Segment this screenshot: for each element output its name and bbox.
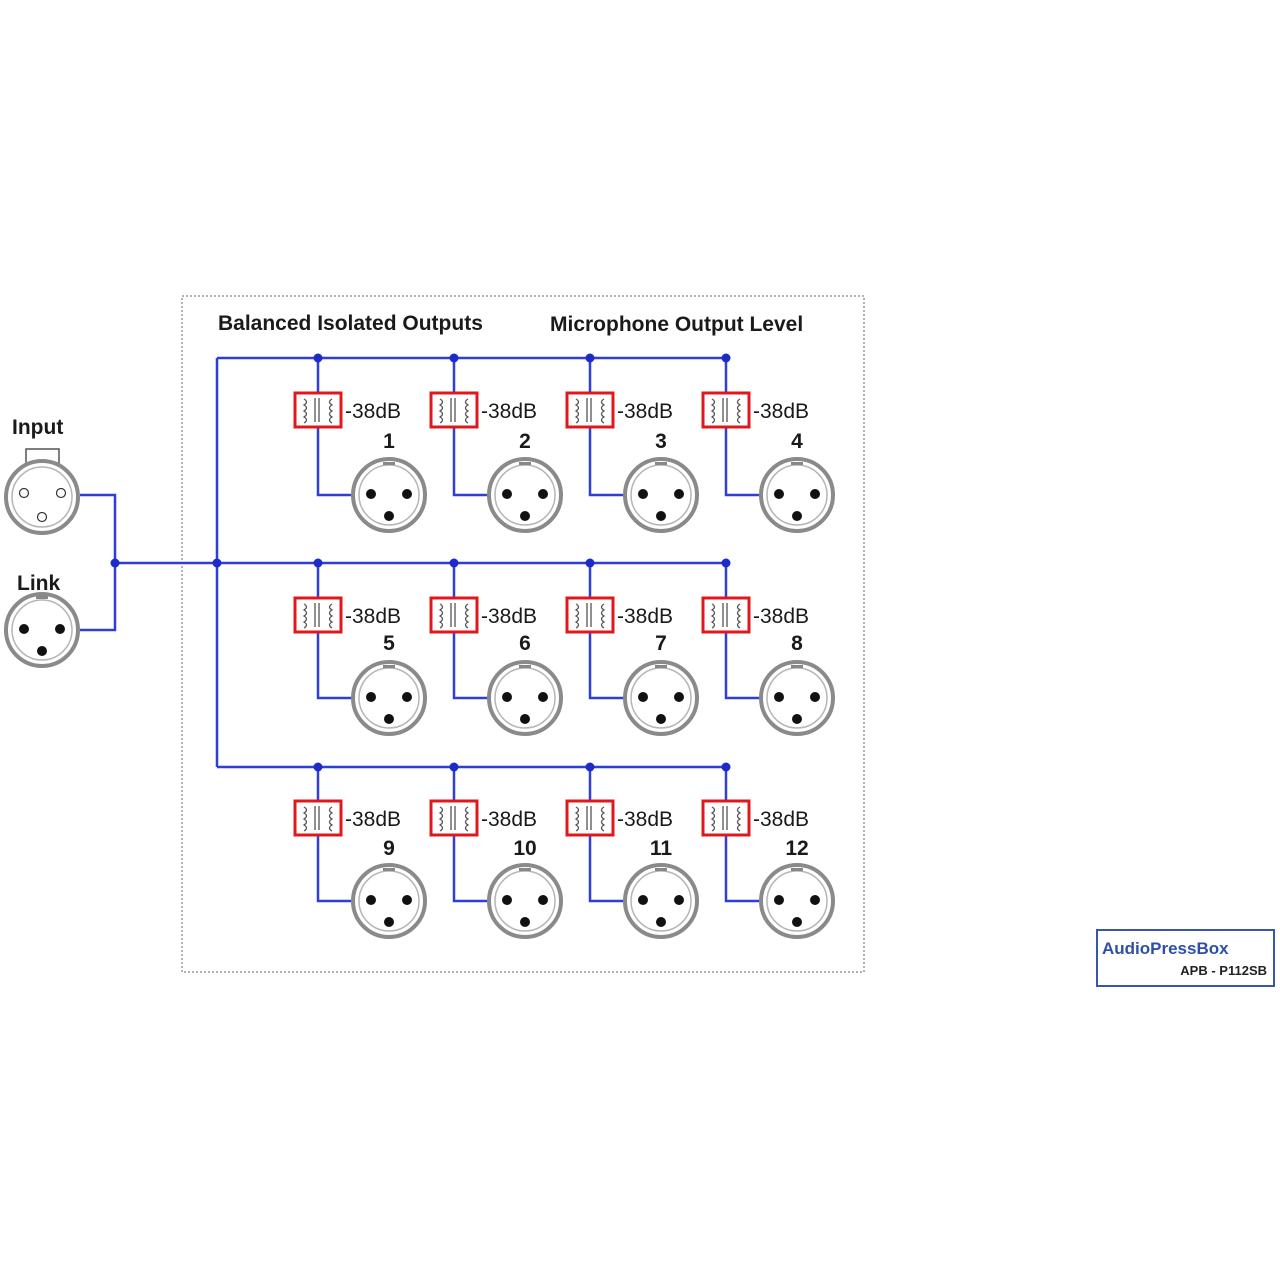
output-number-label: 7 <box>655 632 667 655</box>
output-number-label: 12 <box>785 837 808 860</box>
input-label: Input <box>12 416 63 439</box>
output-number-label: 4 <box>791 430 803 453</box>
xlr-connector-icon <box>487 863 563 939</box>
output-number-label: 8 <box>791 632 803 655</box>
enclosure-frame <box>181 295 865 973</box>
junction-dot <box>212 558 222 568</box>
output-level-label: -38dB <box>481 605 537 628</box>
output-level-label: -38dB <box>345 400 401 423</box>
output-number-label: 1 <box>383 430 395 453</box>
output-channels: -38dB 1 -38dB 2 -38dB 3 -38dB 4 -38dB 5 -38dB 6 -38d… <box>293 353 835 939</box>
transformer-icon <box>293 391 343 429</box>
transformer-icon <box>565 799 615 837</box>
output-number-label: 9 <box>383 837 395 860</box>
output-level-label: -38dB <box>617 400 673 423</box>
xlr-connector-icon <box>487 457 563 533</box>
xlr-connector-icon <box>351 660 427 736</box>
output-level-label: -38dB <box>617 605 673 628</box>
brand-logo: AudioPressBox APB - P112SB <box>1096 929 1275 987</box>
link-label: Link <box>17 572 60 595</box>
xlr-connector-icon <box>351 457 427 533</box>
junction-dot <box>449 762 459 772</box>
junction-dot <box>110 558 120 568</box>
logo-model: APB - P112SB <box>1180 963 1267 978</box>
junction-dot <box>585 558 595 568</box>
transformer-icon <box>565 596 615 634</box>
xlr-connector-icon <box>623 660 699 736</box>
output-number-label: 2 <box>519 430 531 453</box>
output-level-label: -38dB <box>753 400 809 423</box>
junction-dot <box>449 353 459 363</box>
output-level-label: -38dB <box>345 808 401 831</box>
output-number-label: 11 <box>650 837 673 860</box>
output-number-label: 10 <box>513 837 536 860</box>
output-number-label: 6 <box>519 632 531 655</box>
junction-dot <box>313 762 323 772</box>
output-level-label: -38dB <box>481 400 537 423</box>
junction-dot <box>585 762 595 772</box>
output-level-label: -38dB <box>617 808 673 831</box>
transformer-icon <box>565 391 615 429</box>
output-number-label: 5 <box>383 632 395 655</box>
junction-dot <box>721 558 731 568</box>
junction-dot <box>721 762 731 772</box>
junction-dot <box>449 558 459 568</box>
transformer-icon <box>701 799 751 837</box>
logo-brand: AudioPressBox <box>1102 939 1229 958</box>
output-level-label: -38dB <box>753 605 809 628</box>
xlr-connector-icon <box>351 863 427 939</box>
transformer-icon <box>701 391 751 429</box>
level-header: Microphone Output Level <box>550 313 803 336</box>
transformer-icon <box>701 596 751 634</box>
link-xlr-connector <box>4 592 80 668</box>
output-level-label: -38dB <box>481 808 537 831</box>
outputs-header: Balanced Isolated Outputs <box>218 312 483 335</box>
xlr-connector-icon <box>759 457 835 533</box>
xlr-connector-icon <box>759 660 835 736</box>
junction-dot <box>313 558 323 568</box>
transformer-icon <box>429 391 479 429</box>
output-level-label: -38dB <box>345 605 401 628</box>
xlr-connector-icon <box>623 863 699 939</box>
junction-dot <box>585 353 595 363</box>
input-xlr-connector <box>4 448 80 535</box>
transformer-icon <box>429 596 479 634</box>
xlr-connector-icon <box>623 457 699 533</box>
output-number-label: 3 <box>655 430 667 453</box>
xlr-connector-icon <box>487 660 563 736</box>
junction-dot <box>721 353 731 363</box>
transformer-icon <box>293 799 343 837</box>
transformer-icon <box>429 799 479 837</box>
junction-dot <box>313 353 323 363</box>
output-level-label: -38dB <box>753 808 809 831</box>
transformer-icon <box>293 596 343 634</box>
xlr-connector-icon <box>759 863 835 939</box>
